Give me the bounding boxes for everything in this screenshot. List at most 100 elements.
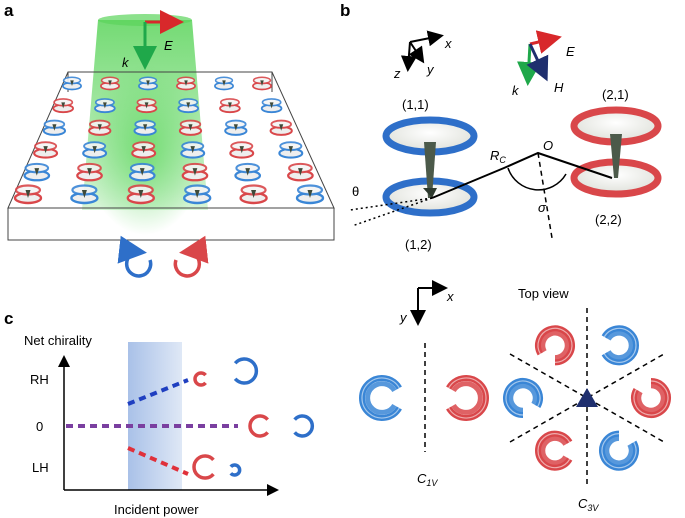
resonator-unit — [88, 119, 112, 136]
b-h-label: H — [554, 80, 564, 95]
chirality-icons — [192, 357, 314, 480]
panel-c: c Net chirality RH 0 LH Incident power — [4, 309, 314, 517]
top-y-label: y — [399, 310, 408, 325]
top-view-title: Top view — [518, 286, 569, 301]
resonator-unit — [252, 76, 272, 91]
b-e-arrow — [529, 30, 562, 54]
resonator-unit — [131, 141, 157, 159]
e-field-label: E — [164, 38, 173, 53]
split-ring — [359, 375, 402, 421]
resonator-unit — [181, 162, 209, 182]
resonator-unit — [234, 162, 262, 182]
resonator-unit — [13, 184, 43, 205]
resonator-unit — [176, 76, 196, 91]
split-ring — [601, 325, 639, 366]
b-k-arrow — [517, 43, 541, 86]
resonator-unit — [135, 98, 158, 114]
resonator-unit — [269, 119, 293, 136]
theta-label: θ — [352, 184, 359, 199]
k-vector-label: k — [122, 55, 130, 70]
circular-arrow-icon — [233, 357, 259, 385]
resonator-unit — [23, 162, 51, 182]
split-ring — [599, 430, 639, 471]
circular-arrow-icon — [229, 463, 242, 477]
circular-arrow-icon — [293, 414, 314, 438]
label-2-1: (2,1) — [602, 87, 629, 102]
panel-c-label: c — [4, 309, 13, 328]
resonator-unit — [178, 119, 203, 136]
lh-branch — [127, 446, 189, 476]
axis-x-label: x — [444, 36, 452, 51]
split-ring — [535, 325, 575, 366]
b-k-label: k — [512, 83, 520, 98]
b-h-arrow — [526, 43, 549, 82]
c1v-label: C1V — [417, 471, 438, 488]
resonator-unit — [76, 162, 103, 182]
panel-a-label: a — [4, 1, 14, 20]
tick-rh: RH — [30, 372, 49, 387]
geometry-lines — [431, 151, 613, 199]
theta-line-1 — [349, 197, 433, 211]
resonator-unit — [70, 184, 99, 205]
right-circular-icon — [173, 235, 209, 278]
resonator-unit — [128, 162, 156, 182]
circular-arrow-icon — [193, 371, 207, 387]
resonator-unit — [62, 76, 82, 91]
split-ring — [503, 378, 543, 418]
resonator-unit — [52, 98, 74, 114]
resonator-unit — [138, 76, 158, 91]
resonator-unit — [133, 119, 157, 136]
axes-3d — [400, 30, 444, 72]
top-x-label: x — [446, 289, 454, 304]
panel-a: a E k — [4, 1, 335, 278]
resonator-unit — [278, 141, 304, 159]
resonator-unit — [42, 119, 67, 136]
rc-label: RC — [490, 148, 506, 165]
c-ylabel: Net chirality — [24, 333, 92, 348]
split-ring — [535, 430, 573, 471]
resonator-unit — [82, 141, 108, 159]
resonator-unit — [100, 76, 120, 91]
resonator-unit — [126, 184, 156, 205]
resonator-unit — [180, 141, 206, 159]
dimer-right — [570, 106, 662, 198]
tick-lh: LH — [32, 460, 49, 475]
label-1-1: (1,1) — [402, 97, 429, 112]
dimer-left — [382, 116, 478, 217]
theta-line-2 — [351, 197, 433, 227]
top-view-axes — [410, 280, 448, 326]
axis-z-label: z — [393, 66, 401, 81]
panel-b: b x z y E H k (1,1) (1,2) (2 — [340, 1, 671, 513]
c1v-rings — [359, 375, 489, 421]
resonator-unit — [182, 184, 212, 205]
resonator-unit — [229, 141, 255, 159]
resonator-unit — [260, 98, 283, 114]
resonator-unit — [295, 184, 325, 205]
resonator-unit — [177, 98, 200, 114]
sigma-arc — [507, 167, 567, 191]
split-ring — [446, 375, 489, 421]
panel-b-label: b — [340, 1, 350, 20]
c3v-center-triangle — [576, 388, 598, 407]
resonator-unit — [224, 119, 248, 136]
c3v-rings — [503, 325, 671, 471]
resonator-unit — [239, 184, 268, 205]
axis-y-label: y — [426, 62, 435, 77]
origin-label: O — [543, 138, 553, 153]
tick-zero: 0 — [36, 419, 43, 434]
resonator-unit — [33, 141, 59, 159]
label-2-2: (2,2) — [595, 212, 622, 227]
rh-branch — [127, 378, 189, 406]
circular-arrow-icon — [192, 454, 215, 480]
b-e-label: E — [566, 44, 575, 59]
split-ring — [631, 378, 671, 418]
sigma-label: σ — [538, 200, 547, 215]
c-xlabel: Incident power — [114, 502, 199, 517]
c3v-label: C3V — [578, 496, 599, 513]
resonator-unit — [94, 98, 116, 114]
sigma-dashed-line — [537, 152, 553, 239]
label-1-2: (1,2) — [405, 237, 432, 252]
resonator-array — [13, 76, 325, 205]
circular-arrow-icon — [248, 414, 269, 438]
